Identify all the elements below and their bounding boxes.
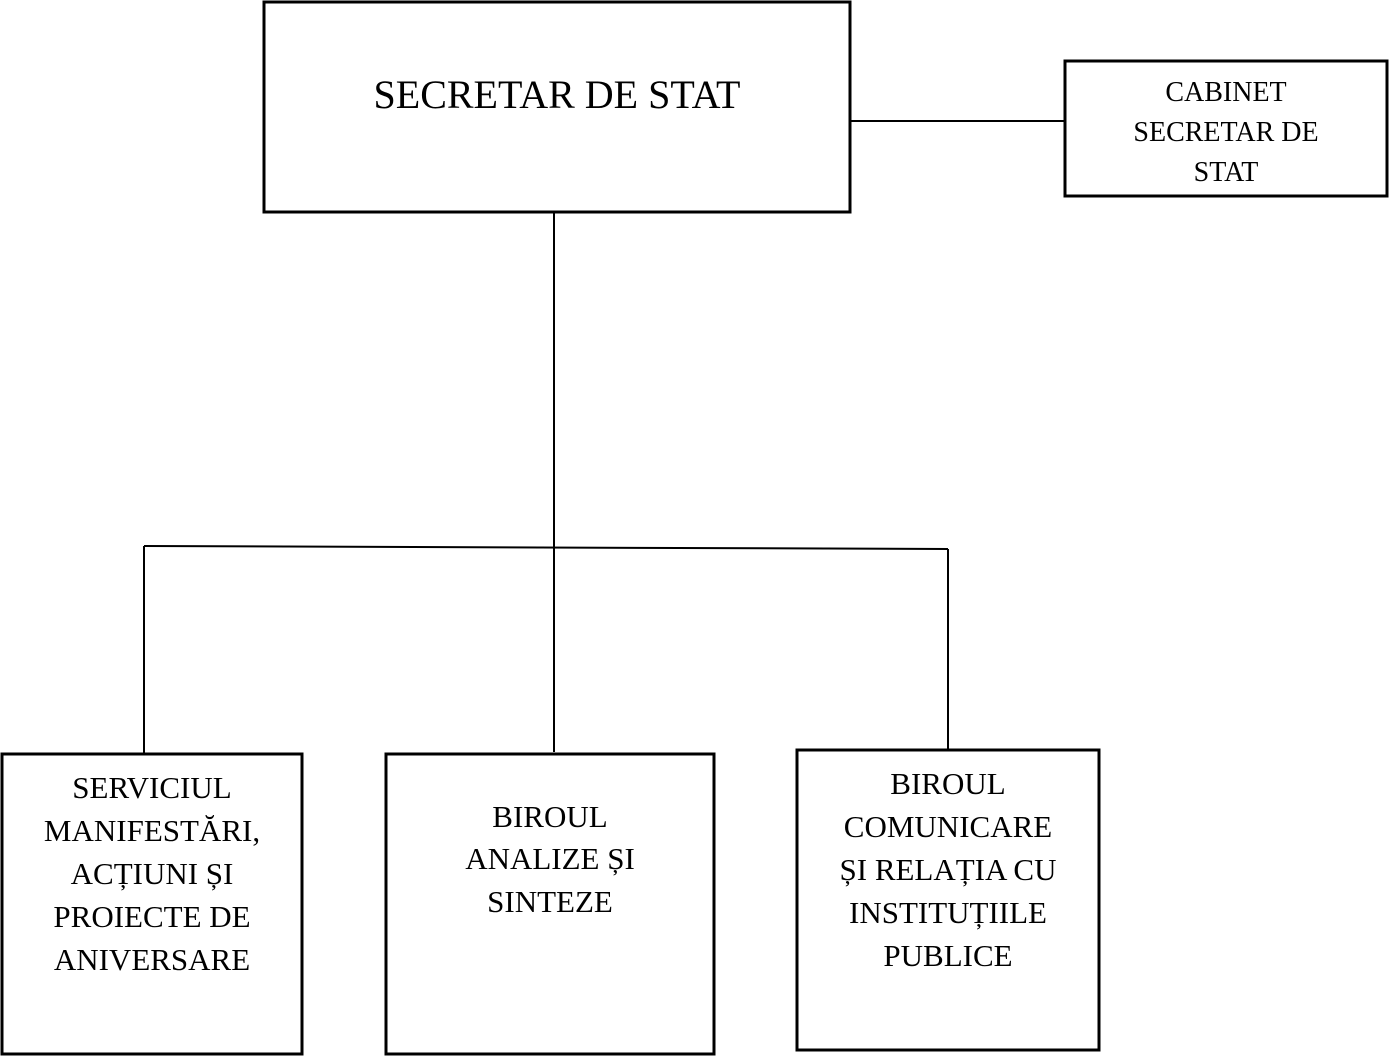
svg-text:COMUNICARE: COMUNICARE xyxy=(844,809,1052,844)
svg-text:ANALIZE ȘI: ANALIZE ȘI xyxy=(465,841,635,876)
node-secretar-de-stat: SECRETAR DE STAT xyxy=(262,0,852,214)
svg-text:SINTEZE: SINTEZE xyxy=(487,884,613,919)
node-label: INSTITUȚIILE xyxy=(849,895,1047,930)
node-label: PUBLICE xyxy=(883,938,1012,973)
svg-text:STAT: STAT xyxy=(1194,157,1259,188)
svg-text:ȘI RELAȚIA CU: ȘI RELAȚIA CU xyxy=(840,852,1057,887)
node-cabinet: CABINET SECRETAR DE STAT xyxy=(1063,59,1389,198)
node-serviciul: SERVICIUL MANIFESTĂRI, ACȚIUNI ȘI PROIEC… xyxy=(0,752,304,1056)
svg-text:PROIECTE DE: PROIECTE DE xyxy=(53,899,250,934)
svg-text:SECRETAR DE STAT: SECRETAR DE STAT xyxy=(374,72,741,117)
node-label: ANIVERSARE xyxy=(54,942,250,977)
svg-text:SERVICIUL: SERVICIUL xyxy=(72,770,231,805)
node-label: ACȚIUNI ȘI xyxy=(71,856,234,891)
node-label: ȘI RELAȚIA CU xyxy=(840,852,1057,887)
node-label: BIROUL xyxy=(890,766,1005,801)
svg-text:BIROUL: BIROUL xyxy=(492,799,607,834)
node-label: SECRETAR DE STAT xyxy=(374,72,741,117)
node-label: COMUNICARE xyxy=(844,809,1052,844)
node-label: SECRETAR DE xyxy=(1133,117,1318,148)
node-label: CABINET xyxy=(1165,77,1286,108)
node-label: SINTEZE xyxy=(487,884,613,919)
node-label: MANIFESTĂRI, xyxy=(44,813,260,848)
svg-text:INSTITUȚIILE: INSTITUȚIILE xyxy=(849,895,1047,930)
node-comunicare: BIROUL COMUNICARE ȘI RELAȚIA CU INSTITUȚ… xyxy=(795,748,1101,1052)
svg-text:MANIFESTĂRI,: MANIFESTĂRI, xyxy=(44,813,260,848)
svg-text:ANIVERSARE: ANIVERSARE xyxy=(54,942,250,977)
svg-text:ACȚIUNI ȘI: ACȚIUNI ȘI xyxy=(71,856,234,891)
node-analize: BIROUL ANALIZE ȘI SINTEZE xyxy=(384,752,716,1056)
svg-text:PUBLICE: PUBLICE xyxy=(883,938,1012,973)
node-label: STAT xyxy=(1194,157,1259,188)
svg-text:CABINET: CABINET xyxy=(1165,77,1286,108)
svg-text:BIROUL: BIROUL xyxy=(890,766,1005,801)
connector-branch-horizontal xyxy=(143,545,949,550)
node-label: PROIECTE DE xyxy=(53,899,250,934)
node-label: BIROUL xyxy=(492,799,607,834)
node-label: SERVICIUL xyxy=(72,770,231,805)
node-label: ANALIZE ȘI xyxy=(465,841,635,876)
svg-text:SECRETAR DE: SECRETAR DE xyxy=(1133,117,1318,148)
